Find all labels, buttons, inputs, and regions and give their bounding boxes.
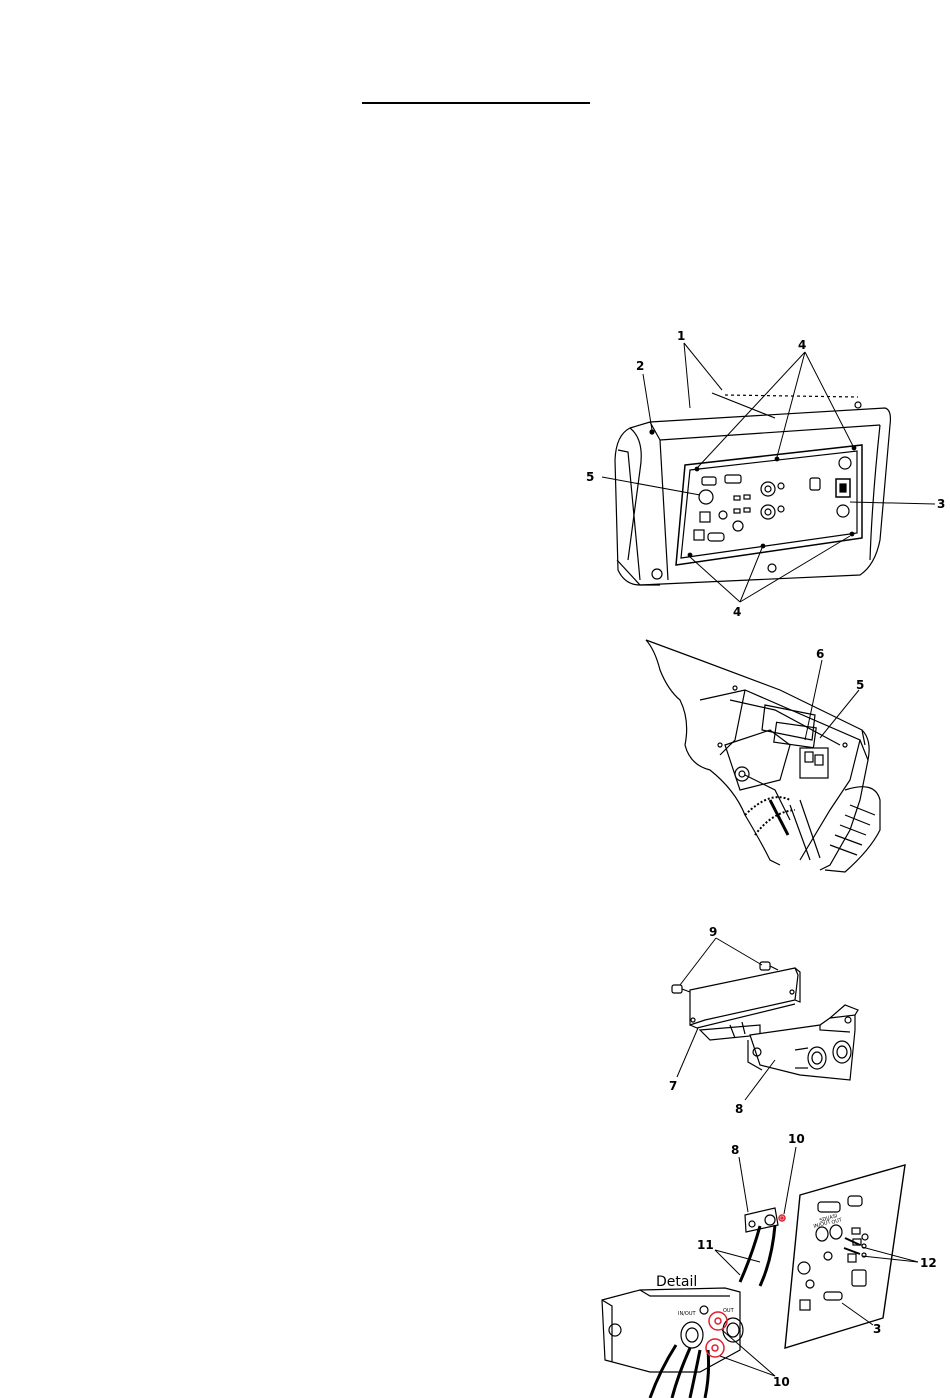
- callout-12: 12: [920, 1256, 937, 1270]
- detail-text-out: OUT: [723, 1308, 735, 1314]
- callout-5-interior: 5: [856, 678, 864, 692]
- figure-interior-callouts: 6 5: [816, 647, 864, 692]
- callout-10-top: 10: [788, 1132, 805, 1146]
- callout-8: 8: [735, 1102, 743, 1116]
- callout-4-top: 4: [798, 338, 806, 352]
- detail-text-inout: IN/OUT: [678, 1311, 696, 1317]
- callout-11: 11: [697, 1238, 714, 1252]
- callout-6: 6: [816, 647, 824, 661]
- callout-5: 5: [586, 470, 594, 484]
- callout-1: 1: [677, 329, 685, 343]
- figure-panel-detail: [602, 1165, 905, 1398]
- callout-2: 2: [636, 359, 644, 373]
- detail-label: Detail: [656, 1274, 697, 1290]
- figure-bracket-callouts: 9 7 8: [669, 925, 743, 1116]
- figure-rear-housing: [615, 393, 890, 585]
- figure-interior: [646, 640, 880, 872]
- callout-10-bottom: 10: [773, 1375, 790, 1389]
- callout-4-bottom: 4: [733, 605, 741, 619]
- figure-bracket: [672, 962, 858, 1080]
- callout-9: 9: [709, 925, 717, 939]
- callout-8-small: 8: [731, 1143, 739, 1157]
- callout-7: 7: [669, 1079, 677, 1093]
- callout-3-panel: 3: [873, 1322, 881, 1336]
- callout-3: 3: [937, 497, 945, 511]
